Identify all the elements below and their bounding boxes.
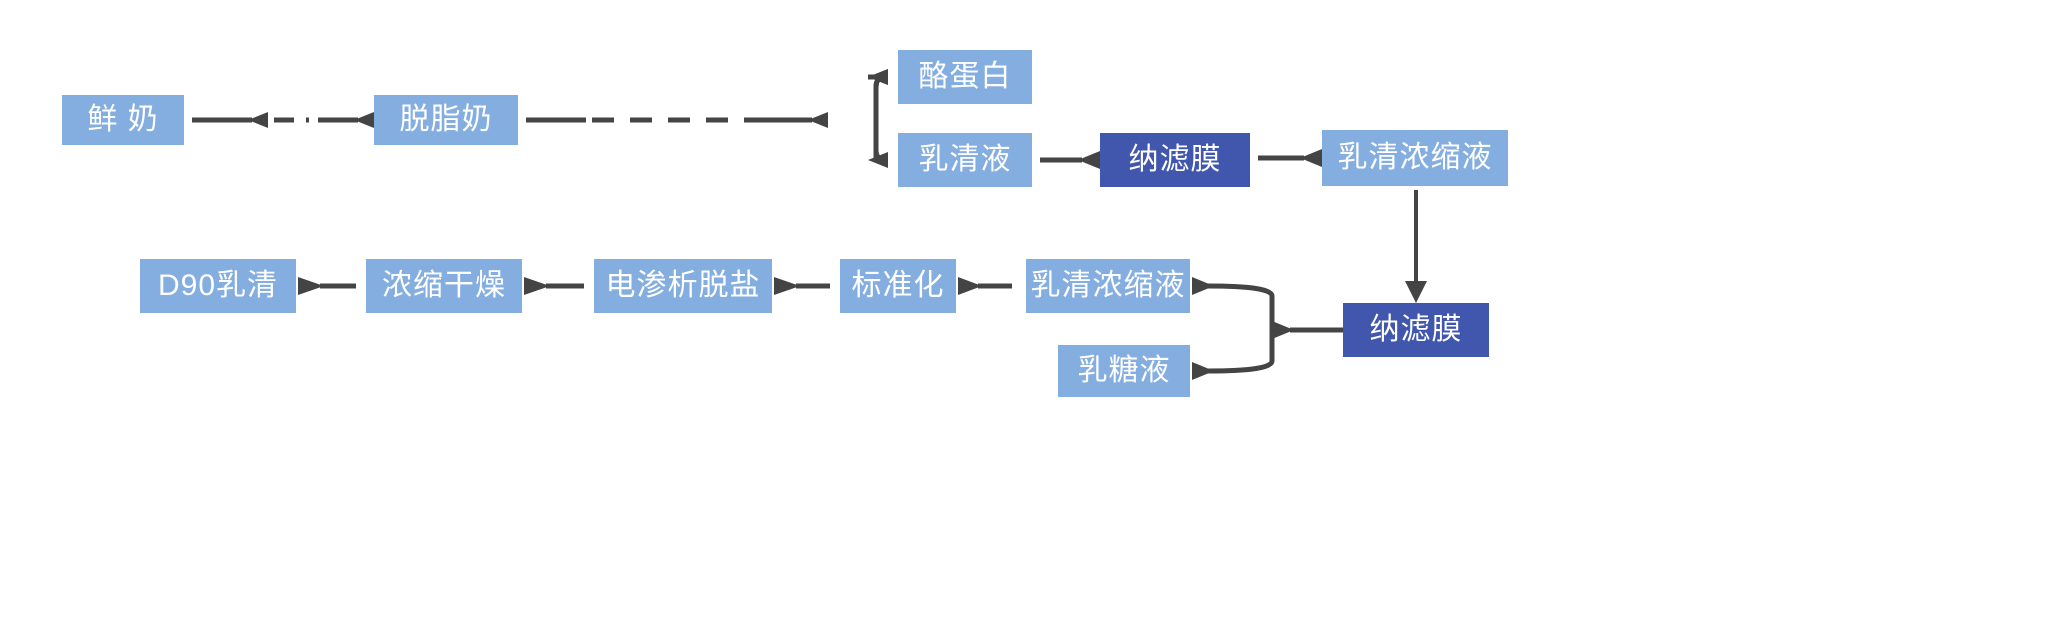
node-label: 酪蛋白 [918, 60, 1012, 93]
node-label: 浓缩干燥 [382, 269, 506, 302]
edge-standard-to-electro [774, 277, 830, 295]
node-whey-concentrate-1[interactable]: 乳清浓缩液 [1322, 130, 1508, 186]
node-nf-membrane-1[interactable]: 纳滤膜 [1100, 133, 1250, 187]
edge-merge-junction-shape [1192, 277, 1275, 380]
edge-nf2-to-merge [1272, 321, 1343, 339]
node-label: 乳清浓缩液 [1030, 269, 1186, 302]
edge-split-to-casein [868, 69, 888, 163]
node-whey-concentrate-2[interactable]: 乳清浓缩液 [1026, 259, 1190, 313]
node-label: 电渗析脱盐 [605, 269, 761, 302]
node-label: 乳清液 [918, 143, 1012, 176]
node-label: 脱脂奶 [399, 103, 493, 136]
node-casein[interactable]: 酪蛋白 [898, 50, 1032, 104]
node-label: D90乳清 [157, 269, 279, 302]
edge-dry-to-d90 [298, 277, 356, 295]
node-label: 标准化 [851, 269, 945, 302]
node-nf-membrane-2[interactable]: 纳滤膜 [1343, 303, 1489, 357]
edge-skim-to-split [526, 112, 828, 128]
edge-concentrate2-to-standard [958, 277, 1012, 295]
node-concentrate-dry[interactable]: 浓缩干燥 [366, 259, 522, 313]
node-label: 乳糖液 [1077, 354, 1171, 387]
edge-fresh-to-skim [192, 112, 374, 128]
node-skim-milk[interactable]: 脱脂奶 [374, 95, 518, 145]
node-lactose-liquid[interactable]: 乳糖液 [1058, 345, 1190, 397]
node-d90-whey[interactable]: D90乳清 [140, 259, 296, 313]
node-fresh-milk[interactable]: 鲜 奶 [62, 95, 184, 145]
node-label: 乳清浓缩液 [1337, 141, 1493, 174]
node-label: 鲜 奶 [87, 103, 159, 136]
node-standardization[interactable]: 标准化 [840, 259, 956, 313]
node-label: 纳滤膜 [1369, 313, 1463, 346]
node-whey-liquid[interactable]: 乳清液 [898, 133, 1032, 187]
node-label: 纳滤膜 [1128, 143, 1222, 176]
edge-concentrate1-to-nf2 [1405, 190, 1427, 303]
edge-nf1-to-concentrate1 [1258, 149, 1322, 167]
edge-split-junction-shape [868, 69, 888, 168]
edge-whey-to-nf1 [1040, 151, 1100, 169]
node-electrodialysis[interactable]: 电渗析脱盐 [594, 259, 772, 313]
edge-electro-to-dry [524, 277, 584, 295]
